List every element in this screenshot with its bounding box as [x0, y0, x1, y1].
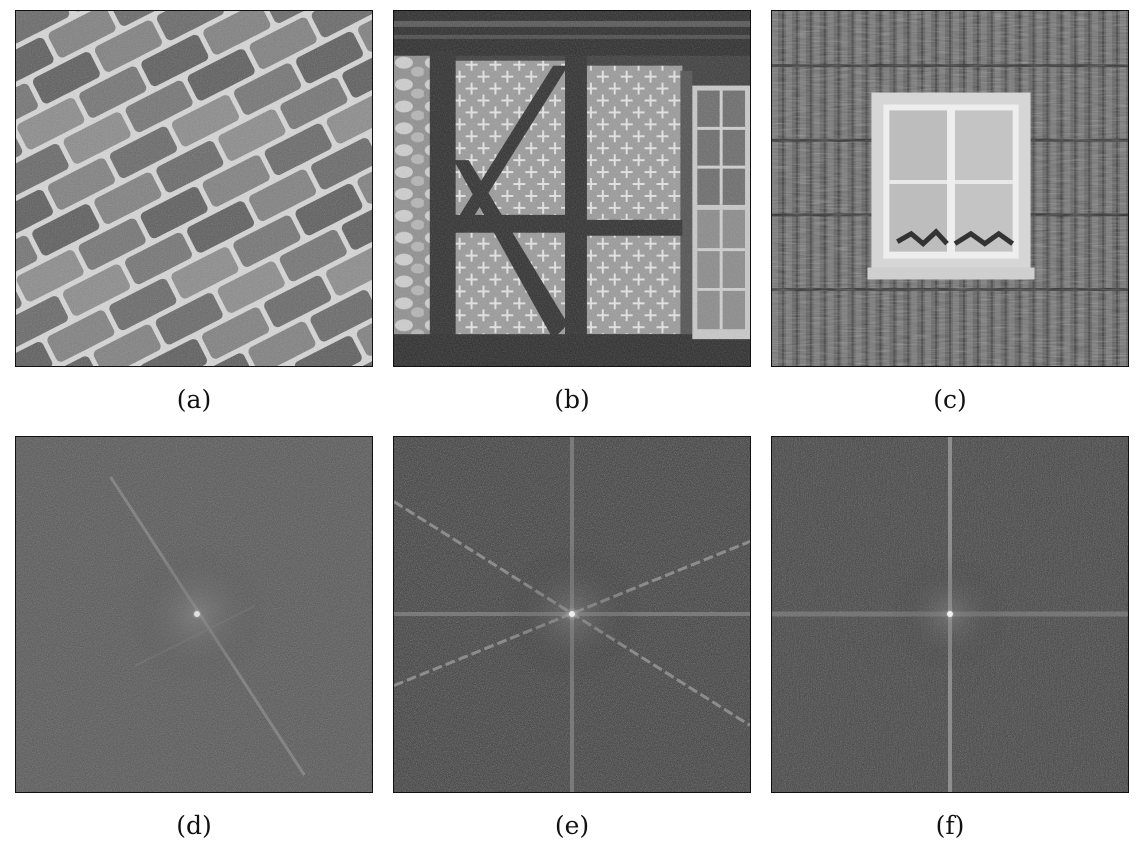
- caption-f: (f): [935, 811, 965, 840]
- caption-d: (d): [176, 811, 212, 840]
- caption-e: (e): [554, 811, 590, 840]
- panel-e-fourier-spectrum: [393, 436, 751, 793]
- caption-a: (a): [176, 385, 212, 414]
- panel-b-timber-frame-image: [393, 10, 751, 367]
- panel-d-fourier-spectrum: [15, 436, 373, 793]
- caption-b: (b): [554, 385, 590, 414]
- panel-c-shingle-window-image: [771, 10, 1129, 367]
- panel-a-brick-wall-image: [15, 10, 373, 367]
- panel-f-fourier-spectrum: [771, 436, 1129, 793]
- caption-c: (c): [933, 385, 967, 414]
